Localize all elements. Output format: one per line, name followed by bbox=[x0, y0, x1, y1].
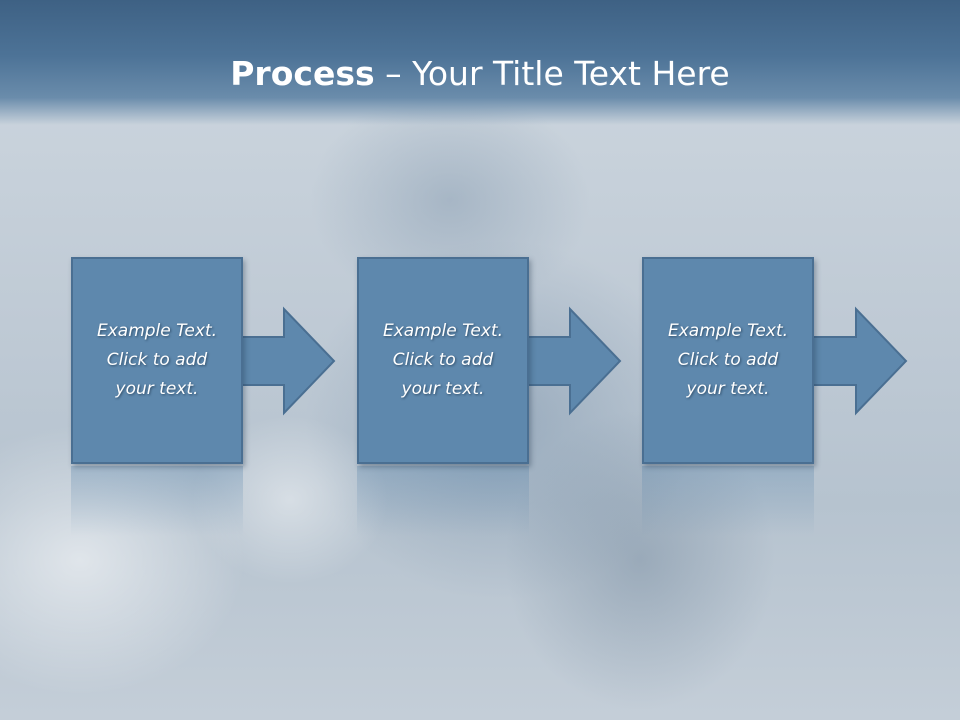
step-1-text: Example Text. Click to add your text. bbox=[96, 321, 218, 399]
right-arrow-icon bbox=[525, 306, 622, 416]
step-1-reflection bbox=[71, 466, 243, 536]
slide-title[interactable]: Process – Your Title Text Here bbox=[0, 52, 960, 96]
step-2-reflection bbox=[357, 466, 529, 536]
step-box-1[interactable]: Example Text. Click to add your text. bbox=[71, 257, 243, 464]
step-box-2[interactable]: Example Text. Click to add your text. bbox=[357, 257, 529, 464]
step-2-text: Example Text. Click to add your text. bbox=[382, 321, 504, 399]
step-3-reflection bbox=[642, 466, 814, 536]
step-3-text: Example Text. Click to add your text. bbox=[667, 321, 789, 399]
title-rest-part: – Your Title Text Here bbox=[374, 54, 730, 93]
step-box-3[interactable]: Example Text. Click to add your text. bbox=[642, 257, 814, 464]
title-bar bbox=[0, 0, 960, 125]
right-arrow-icon bbox=[811, 306, 908, 416]
title-bold-part: Process bbox=[230, 54, 375, 93]
right-arrow-icon bbox=[239, 306, 336, 416]
